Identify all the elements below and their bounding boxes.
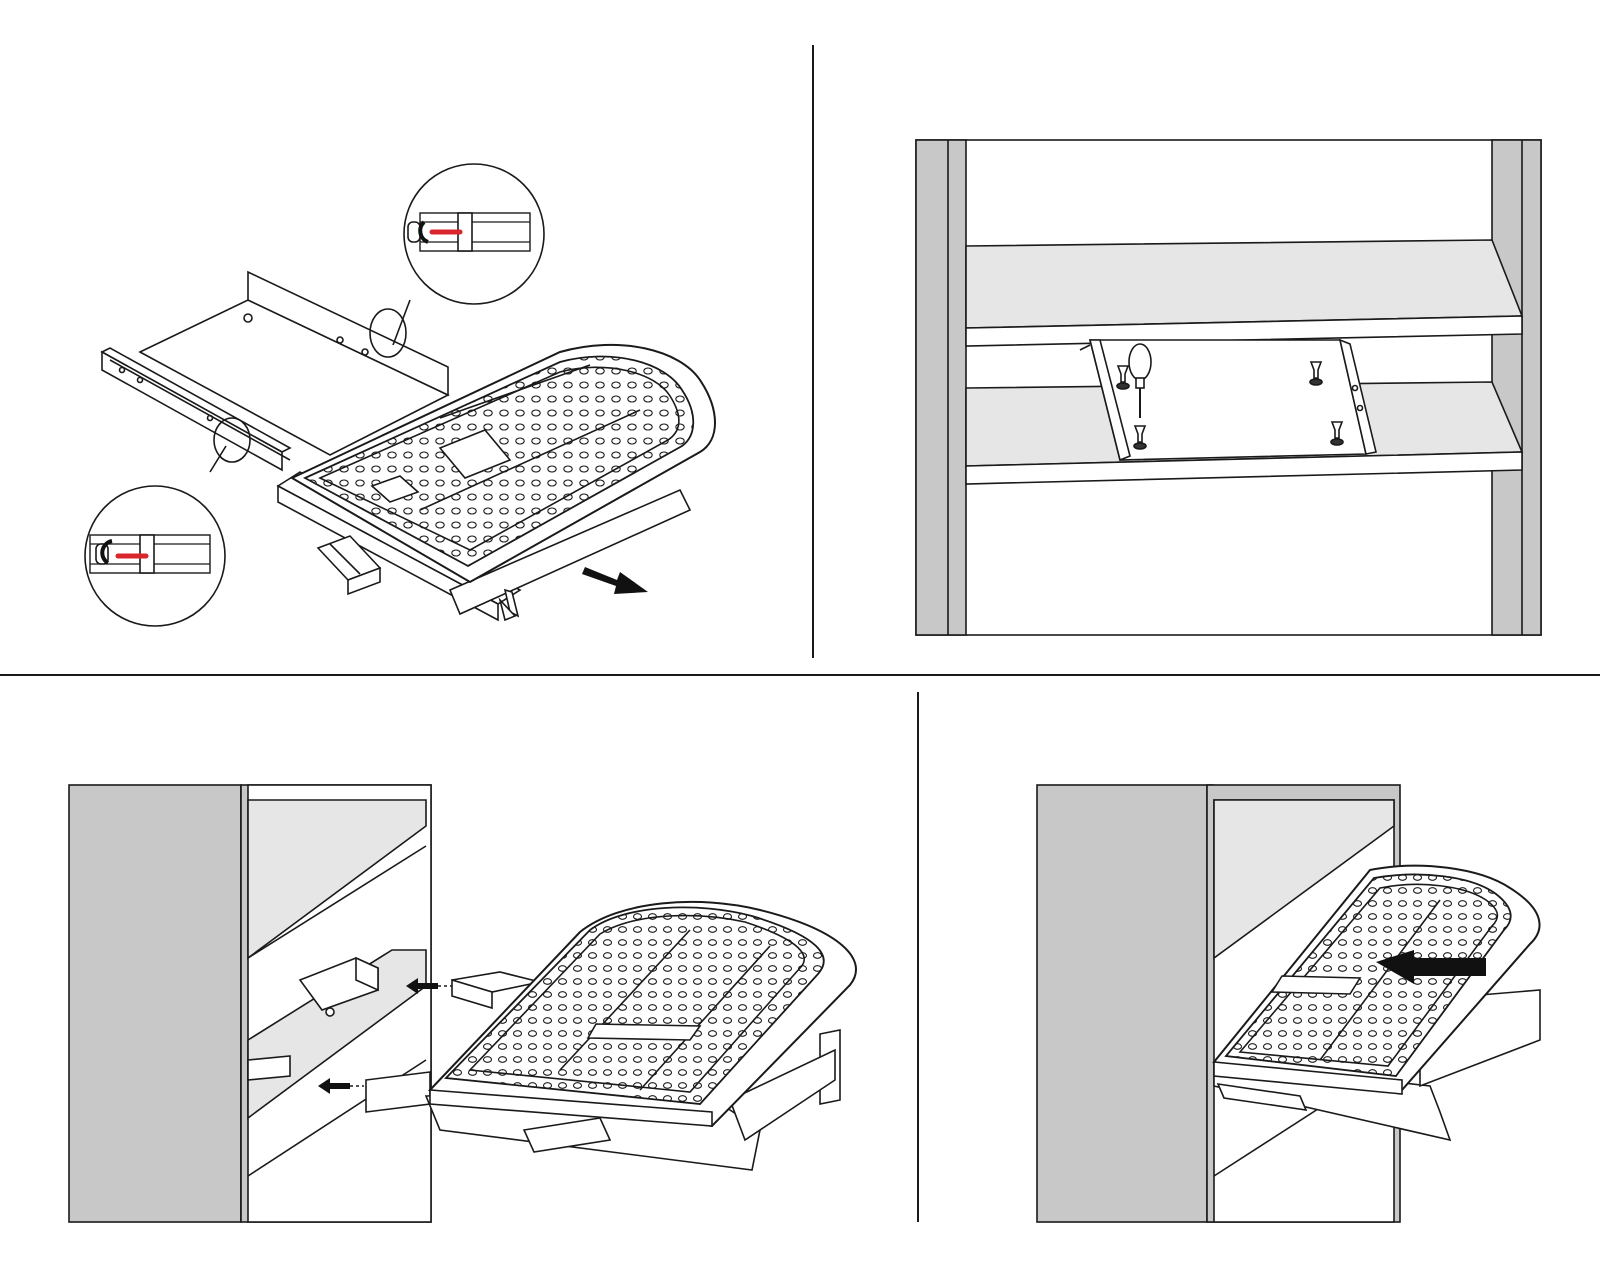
- cabinet-left-side: [1036, 784, 1214, 1223]
- direction-arrow-icon: [1376, 950, 1486, 984]
- center-crossbar: [586, 1023, 702, 1041]
- direction-arrow-icon: [582, 567, 648, 594]
- step-2-panel: [915, 139, 1542, 636]
- screwdriver-icon: [1128, 343, 1152, 418]
- center-crossbar: [438, 429, 512, 479]
- upper-shelf: [247, 799, 427, 960]
- step-3-panel: [68, 784, 857, 1223]
- ironing-board: [427, 900, 857, 1128]
- release-handle: [316, 535, 382, 596]
- upper-shelf: [1213, 799, 1395, 960]
- direction-arrow-icon: [406, 978, 438, 994]
- cabinet-slide-rail: [247, 1055, 291, 1081]
- screw-icon: [1116, 365, 1130, 390]
- left-slide-rail: [100, 347, 292, 472]
- direction-arrow-icon: [318, 1078, 350, 1094]
- release-handle: [1216, 1083, 1308, 1111]
- center-crossbar: [1270, 975, 1362, 995]
- magnifier-detail-icon: [84, 417, 251, 627]
- magnifier-detail-icon: [369, 163, 545, 358]
- screw-icon: [1309, 361, 1323, 386]
- screw-icon: [1133, 425, 1147, 450]
- release-handle: [522, 1117, 612, 1153]
- lower-slide-rail: [365, 1071, 431, 1113]
- screw-icon: [1330, 421, 1344, 446]
- upper-shelf: [965, 239, 1524, 329]
- panel-dividers: [0, 45, 1600, 1222]
- cabinet-left-side: [68, 784, 242, 1223]
- ironing-board: [289, 343, 716, 584]
- step-1-panel: [84, 163, 716, 627]
- step-4-panel: [1036, 784, 1541, 1223]
- cabinet-right-side: [1491, 139, 1542, 636]
- cabinet-left-side: [915, 139, 967, 636]
- ironing-board: [1212, 864, 1541, 1095]
